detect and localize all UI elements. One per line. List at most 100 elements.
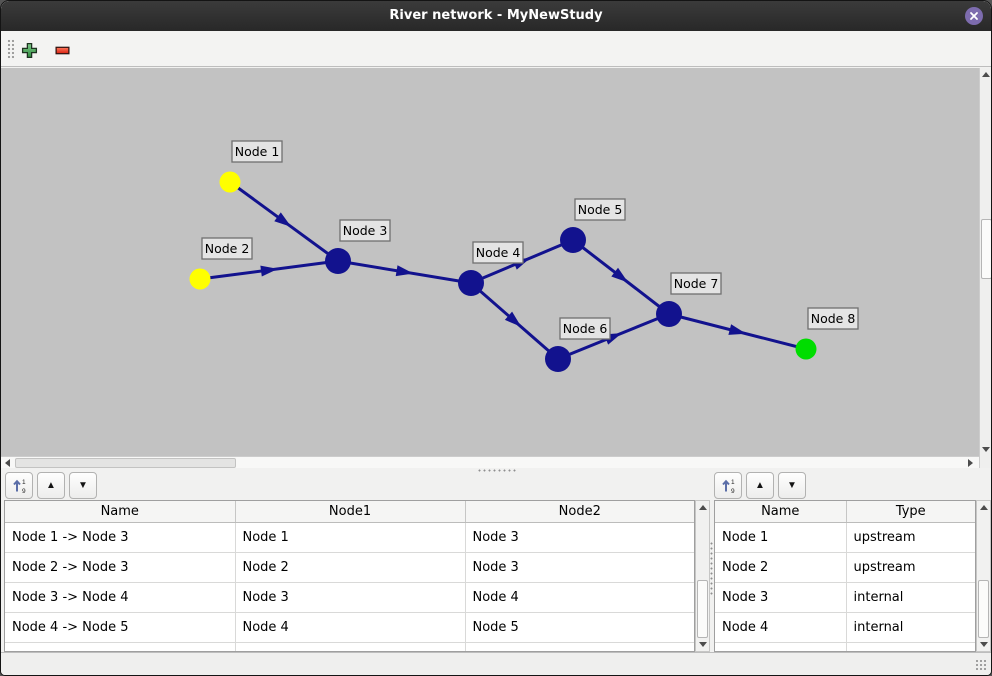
window-title: River network - MyNewStudy <box>389 8 603 23</box>
table-cell[interactable]: upstream <box>846 552 975 583</box>
canvas-vscroll-thumb[interactable] <box>981 219 991 279</box>
close-icon <box>970 12 978 20</box>
arrow-down-icon <box>982 447 990 452</box>
table-cell[interactable]: Node 4 -> Node 5 <box>5 612 236 643</box>
node-label-box <box>559 317 611 340</box>
reaches-header-node1[interactable]: Node1 <box>235 501 466 523</box>
node-node-1[interactable] <box>219 171 241 193</box>
scroll-left-button[interactable] <box>1 457 14 469</box>
table-cell[interactable]: Node 4 <box>235 612 466 643</box>
scroll-right-button[interactable] <box>964 457 977 469</box>
nodes-move-up-button[interactable]: ▲ <box>746 472 774 499</box>
scroll-down-button[interactable] <box>977 638 990 651</box>
table-cell[interactable]: Node 3 <box>235 582 466 613</box>
close-button[interactable] <box>965 7 983 25</box>
canvas-horizontal-scrollbar[interactable] <box>1 456 979 468</box>
scroll-up-button[interactable] <box>696 501 709 514</box>
table-cell[interactable]: Node 2 <box>235 552 466 583</box>
nodes-sort-button[interactable]: 1 9 <box>714 472 742 499</box>
canvas-vertical-scrollbar[interactable] <box>979 68 991 456</box>
resize-grip-icon[interactable] <box>975 659 988 672</box>
titlebar[interactable]: River network - MyNewStudy <box>1 1 991 31</box>
splitter-grip-icon <box>710 541 713 596</box>
table-row[interactable] <box>715 642 975 651</box>
table-cell[interactable]: Node 1 -> Node 3 <box>5 522 236 553</box>
arrow-up-icon <box>982 72 990 77</box>
scroll-down-button[interactable] <box>696 638 709 651</box>
table-cell[interactable]: Node 4 <box>465 582 694 613</box>
remove-node-button[interactable] <box>54 40 74 60</box>
table-cell[interactable] <box>465 642 694 651</box>
horizontal-splitter[interactable] <box>1 468 991 473</box>
reaches-move-down-button[interactable]: ▼ <box>69 472 97 499</box>
table-cell[interactable]: Node 1 <box>235 522 466 553</box>
scrollbar-corner <box>979 456 991 468</box>
nodes-vertical-scrollbar[interactable] <box>976 500 991 652</box>
node-label-box <box>472 241 524 264</box>
edge-arrow-icon <box>504 311 522 327</box>
node-label-box <box>231 140 283 163</box>
node-label-box <box>574 198 626 221</box>
node-node-7[interactable] <box>656 301 682 327</box>
table-cell[interactable] <box>5 642 236 651</box>
canvas-hscroll-thumb[interactable] <box>15 458 236 468</box>
reaches-vertical-scrollbar[interactable] <box>695 500 710 652</box>
add-node-button[interactable] <box>21 40 41 60</box>
nodes-vscroll-thumb[interactable] <box>978 580 989 638</box>
node-label-box <box>807 307 859 330</box>
node-label: Node 5 <box>578 202 623 217</box>
sort-1-9-icon: 1 9 <box>13 479 26 494</box>
table-cell[interactable]: Node 3 <box>465 552 694 583</box>
scroll-up-button[interactable] <box>977 501 990 514</box>
nodes-header-type[interactable]: Type <box>846 501 975 523</box>
table-row[interactable] <box>5 642 694 651</box>
toolbar-drag-handle[interactable] <box>7 39 14 60</box>
node-label: Node 4 <box>476 245 521 260</box>
table-cell[interactable]: internal <box>846 582 975 613</box>
reaches-header-node2[interactable]: Node2 <box>465 501 694 523</box>
node-node-3[interactable] <box>325 248 351 274</box>
table-cell[interactable] <box>846 642 975 651</box>
main-toolbar <box>1 31 991 67</box>
table-cell[interactable]: Node 4 <box>715 612 847 643</box>
table-cell[interactable]: Node 3 <box>715 582 847 613</box>
reaches-header-name[interactable]: Name <box>5 501 236 523</box>
nodes-move-down-button[interactable]: ▼ <box>778 472 806 499</box>
table-cell[interactable]: Node 1 <box>715 522 847 553</box>
reaches-move-up-button[interactable]: ▲ <box>37 472 65 499</box>
table-cell[interactable]: Node 3 -> Node 4 <box>5 582 236 613</box>
scroll-up-button[interactable] <box>980 68 991 81</box>
node-node-2[interactable] <box>189 268 211 290</box>
table-cell[interactable]: upstream <box>846 522 975 553</box>
table-cell[interactable]: Node 3 <box>465 522 694 553</box>
table-cell[interactable]: Node 2 -> Node 3 <box>5 552 236 583</box>
table-cell[interactable] <box>235 642 466 651</box>
reaches-sort-button[interactable]: 1 9 <box>5 472 33 499</box>
svg-text:9: 9 <box>22 488 26 494</box>
table-cell[interactable]: internal <box>846 612 975 643</box>
edge-arrow-icon <box>611 267 629 283</box>
nodes-header-name[interactable]: Name <box>715 501 847 523</box>
vertical-splitter[interactable] <box>709 541 714 596</box>
reaches-vscroll-thumb[interactable] <box>697 580 708 638</box>
node-node-4[interactable] <box>458 270 484 296</box>
node-node-5[interactable] <box>560 227 586 253</box>
arrow-left-icon <box>5 459 10 467</box>
node-node-8[interactable] <box>795 338 817 360</box>
move-down-icon: ▼ <box>787 480 797 491</box>
table-cell[interactable] <box>715 642 847 651</box>
node-node-6[interactable] <box>545 346 571 372</box>
scroll-down-button[interactable] <box>980 443 991 456</box>
table-cell[interactable]: Node 5 <box>465 612 694 643</box>
table-cell[interactable]: Node 2 <box>715 552 847 583</box>
